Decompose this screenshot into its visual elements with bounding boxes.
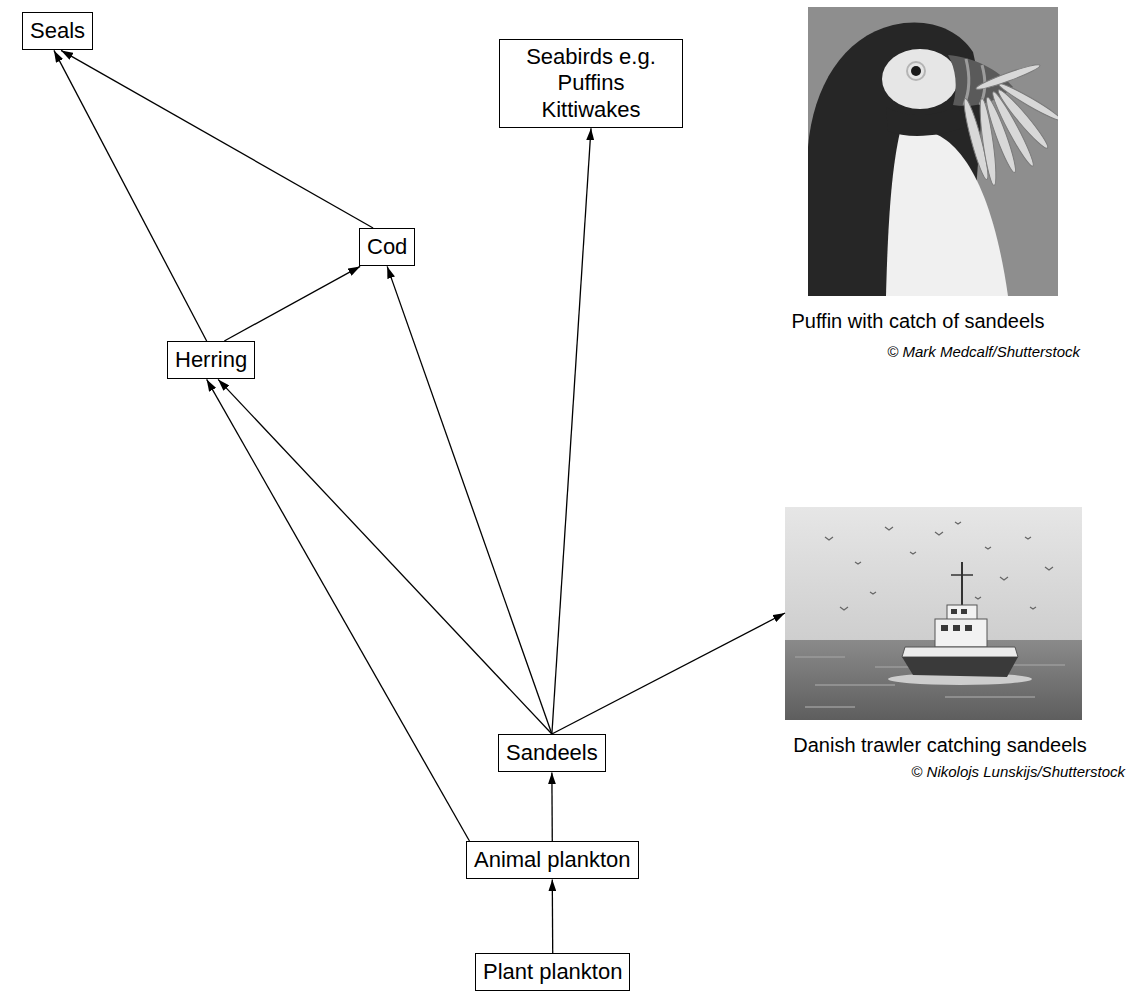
puffin-collar — [886, 105, 966, 136]
food-arrow — [551, 772, 553, 841]
gull — [840, 607, 848, 610]
photo-frame — [755, 507, 1125, 720]
plankton-box: Animal plankton — [466, 841, 639, 879]
box-label: Herring — [175, 347, 247, 373]
food-arrow — [207, 379, 470, 841]
puffin-eye — [911, 66, 921, 76]
food-arrow — [387, 266, 552, 734]
sandeel-catch — [960, 62, 1058, 187]
food-arrow — [552, 613, 785, 734]
food-arrow — [218, 379, 552, 734]
window — [961, 609, 967, 614]
photo-node: Danish trawler catching sandeels © Nikolo… — [755, 507, 1125, 781]
windows — [941, 609, 972, 631]
box-label: Sandeels — [506, 740, 598, 766]
hull — [902, 657, 1018, 677]
consumer-box: Seabirds e.g. Puffins Kittiwakes — [499, 39, 683, 128]
photo-background — [808, 7, 1058, 296]
producer-box: Plant plankton — [475, 953, 630, 991]
gulls — [825, 522, 1053, 610]
gull — [1030, 607, 1036, 609]
gull — [1045, 567, 1053, 570]
window — [965, 625, 972, 631]
food-arrow — [54, 50, 207, 341]
mast — [961, 562, 963, 607]
hull-band — [902, 647, 1018, 657]
puffin-eye-ring — [907, 62, 925, 80]
box-label: Plant plankton — [483, 959, 622, 985]
box-label: Seabirds e.g. Puffins Kittiwakes — [514, 44, 668, 123]
photo-credit: © Nikolojs Lunskijs/Shutterstock — [755, 763, 1125, 781]
window — [953, 625, 960, 631]
consumer-box: Cod — [359, 228, 415, 266]
box-label: Cod — [367, 234, 407, 260]
food-arrow — [552, 879, 554, 953]
gull — [825, 537, 833, 540]
box-label: Seals — [30, 18, 85, 44]
sandeel — [975, 62, 1042, 93]
trawler-photo — [785, 507, 1082, 720]
sky — [785, 507, 1082, 647]
photo-credit: © Mark Medcalf/Shutterstock — [790, 343, 1080, 361]
box-label: Animal plankton — [474, 847, 631, 873]
puffin-face — [882, 49, 958, 109]
puffin-photo — [808, 7, 1058, 296]
sandeel — [997, 81, 1058, 124]
window — [941, 625, 948, 631]
mast-yard — [951, 574, 973, 576]
cabin — [935, 619, 987, 647]
gull — [1000, 577, 1008, 580]
window — [951, 609, 957, 614]
gull — [870, 592, 876, 594]
waves — [795, 657, 1065, 707]
food-arrow — [224, 266, 360, 341]
photo-caption: Danish trawler catching sandeels — [755, 733, 1125, 757]
food-arrow — [552, 128, 591, 734]
gull — [935, 532, 943, 535]
gull — [910, 552, 916, 554]
gull — [1025, 537, 1031, 539]
prey-box: Sandeels — [498, 734, 606, 772]
gull — [855, 562, 861, 564]
gull — [955, 522, 961, 524]
consumer-box: Herring — [167, 341, 255, 379]
sea — [785, 640, 1082, 720]
gull — [975, 597, 981, 599]
gull — [985, 547, 991, 549]
gull — [885, 527, 893, 530]
food-arrow — [61, 50, 373, 228]
consumer-box: Seals — [22, 12, 93, 50]
photo-caption: Puffin with catch of sandeels — [768, 309, 1068, 333]
